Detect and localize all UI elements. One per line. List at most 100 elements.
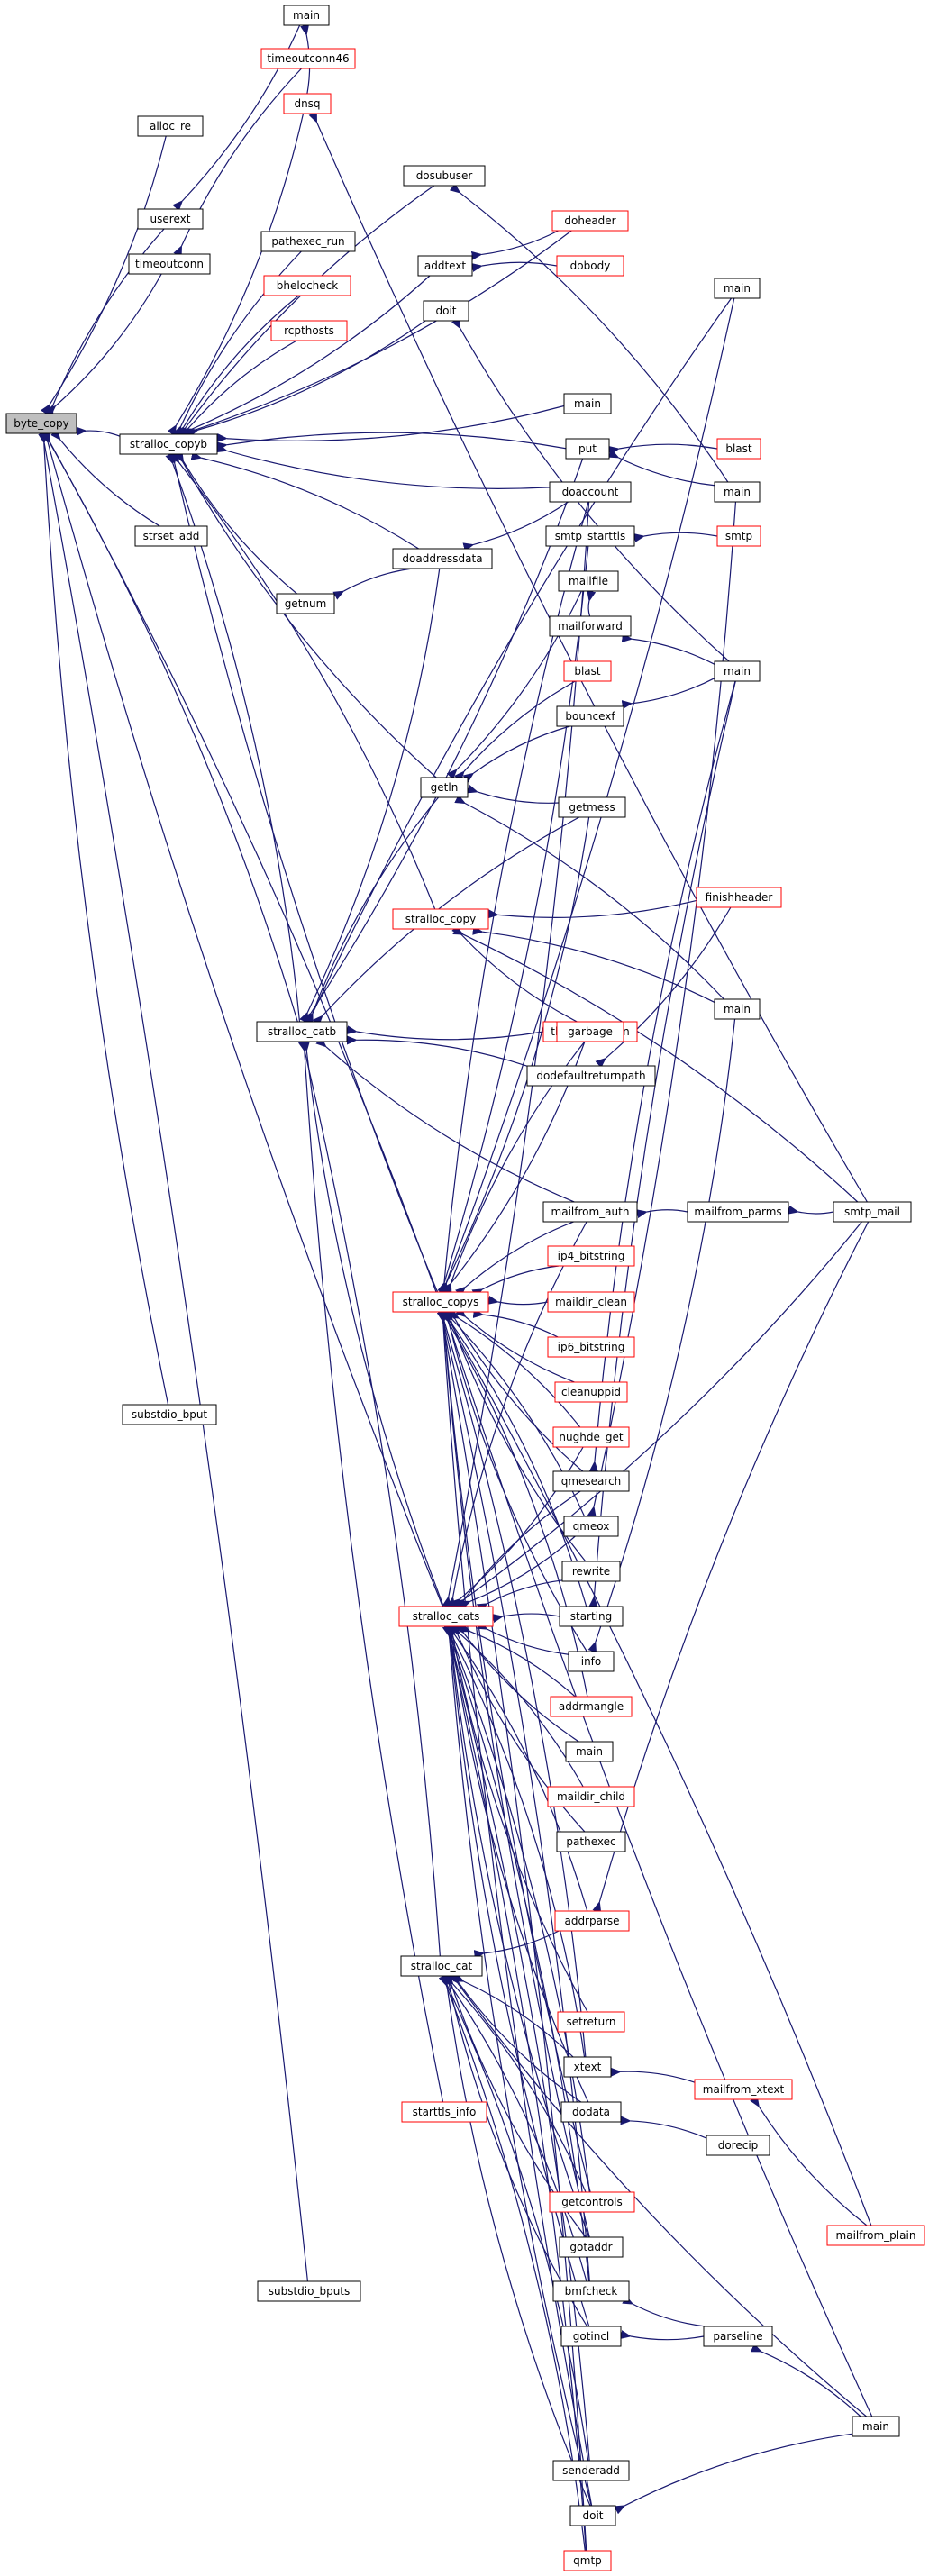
node-box[interactable] [270,320,348,341]
node-box[interactable] [563,660,612,682]
node-bouncexf[interactable]: bouncexf [556,705,624,727]
node-maildir-child[interactable]: maildir_child [547,1786,635,1807]
node-stralloc-copys[interactable]: stralloc_copys [392,1291,489,1313]
node-main-d[interactable]: main [714,481,761,503]
node-main-f[interactable]: main [714,998,761,1020]
node-box[interactable] [716,438,761,460]
node-box[interactable] [706,2135,770,2156]
node-box[interactable] [703,2326,773,2347]
node-dorecip[interactable]: dorecip [706,2135,770,2156]
node-box[interactable] [556,1021,624,1042]
node-main-a[interactable]: main [283,5,330,26]
node-dodata[interactable]: dodata [560,2101,622,2123]
node-box[interactable] [556,1831,626,1852]
node-box[interactable] [257,2280,361,2302]
node-box[interactable] [551,210,629,232]
node-box[interactable] [549,615,632,637]
node-box[interactable] [563,1516,619,1537]
node-doaccount[interactable]: doaccount [549,481,632,503]
node-box[interactable] [547,1245,635,1267]
node-box[interactable] [563,393,612,414]
node-box[interactable] [696,887,782,908]
node-rcpthosts[interactable]: rcpthosts [270,320,348,341]
node-substdio-bputs[interactable]: substdio_bputs [257,2280,361,2302]
node-main-c[interactable]: main [563,393,612,414]
node-blast-b[interactable]: blast [563,660,612,682]
node-box[interactable] [526,1065,656,1087]
node-rewrite[interactable]: rewrite [561,1561,621,1582]
node-main-h[interactable]: main [852,2416,900,2437]
node-box[interactable] [559,2236,624,2258]
node-mailfrom-parms[interactable]: mailfrom_parms [687,1201,789,1223]
node-box[interactable] [549,2191,635,2213]
node-ip4-bitstring[interactable]: ip4_bitstring [547,1245,635,1267]
node-qmeox[interactable]: qmeox [563,1516,619,1537]
node-box[interactable] [833,1201,912,1223]
node-box[interactable] [122,1404,217,1425]
node-box[interactable] [560,2101,622,2123]
node-main-b[interactable]: main [714,278,761,299]
node-box[interactable] [547,1786,635,1807]
node-strset-add[interactable]: strset_add [134,525,208,547]
node-smtp-mail[interactable]: smtp_mail [833,1201,912,1223]
node-timeoutconn46[interactable]: timeoutconn46 [260,48,356,69]
node-box[interactable] [554,1381,628,1403]
node-senderadd[interactable]: senderadd [552,2460,630,2481]
node-stralloc-cats[interactable]: stralloc_cats [398,1606,494,1627]
node-cleanuppid[interactable]: cleanuppid [554,1381,628,1403]
node-gotincl[interactable]: gotincl [560,2326,622,2347]
node-box[interactable] [714,481,761,503]
node-qmesearch[interactable]: qmesearch [552,1470,630,1492]
node-mailfrom-auth[interactable]: mailfrom_auth [542,1201,638,1223]
node-box[interactable] [568,1651,615,1672]
node-starttls-info[interactable]: starttls_info [401,2101,487,2123]
node-doit-b[interactable]: doit [569,2505,616,2526]
node-box[interactable] [557,2011,625,2033]
node-box[interactable] [550,1696,633,1717]
node-gotaddr[interactable]: gotaddr [559,2236,624,2258]
node-box[interactable] [552,1426,630,1448]
node-box[interactable] [392,908,489,930]
node-dobody[interactable]: dobody [556,255,624,277]
node-box[interactable] [256,1021,348,1042]
node-ip6-bitstring[interactable]: ip6_bitstring [547,1336,635,1358]
node-box[interactable] [714,278,761,299]
node-pathexec-run[interactable]: pathexec_run [260,231,356,252]
node-mailfrom-xtext[interactable]: mailfrom_xtext [694,2079,793,2100]
node-info[interactable]: info [568,1651,615,1672]
node-box[interactable] [119,433,218,455]
node-garbage[interactable]: garbage [556,1021,624,1042]
node-box[interactable] [563,2056,612,2078]
node-userext[interactable]: userext [137,208,204,230]
node-main-e[interactable]: main [714,660,761,682]
node-box[interactable] [552,2460,630,2481]
node-timeoutconn[interactable]: timeoutconn [128,253,211,275]
node-box[interactable] [563,2550,612,2571]
node-mailfrom-plain[interactable]: mailfrom_plain [826,2225,925,2246]
node-box[interactable] [283,93,332,114]
node-addrparse[interactable]: addrparse [554,1910,630,1932]
node-box[interactable] [5,413,77,434]
node-box[interactable] [569,2505,616,2526]
node-main-g[interactable]: main [565,1741,614,1762]
node-box[interactable] [852,2416,900,2437]
node-box[interactable] [549,481,632,503]
node-nughde-get[interactable]: nughde_get [552,1426,630,1448]
node-getcontrols[interactable]: getcontrols [549,2191,635,2213]
node-box[interactable] [565,438,610,460]
node-box[interactable] [565,1741,614,1762]
node-box[interactable] [561,1561,621,1582]
node-box[interactable] [542,1201,638,1223]
node-maildir-clean[interactable]: maildir_clean [547,1291,635,1313]
node-box[interactable] [283,5,330,26]
node-box[interactable] [263,275,351,296]
node-finishheader[interactable]: finishheader [696,887,782,908]
node-box[interactable] [260,231,356,252]
node-box[interactable] [128,253,211,275]
node-box[interactable] [260,48,356,69]
node-stralloc-catb[interactable]: stralloc_catb [256,1021,348,1042]
node-xtext[interactable]: xtext [563,2056,612,2078]
node-box[interactable] [547,1336,635,1358]
node-box[interactable] [401,2101,487,2123]
node-blast-a[interactable]: blast [716,438,761,460]
